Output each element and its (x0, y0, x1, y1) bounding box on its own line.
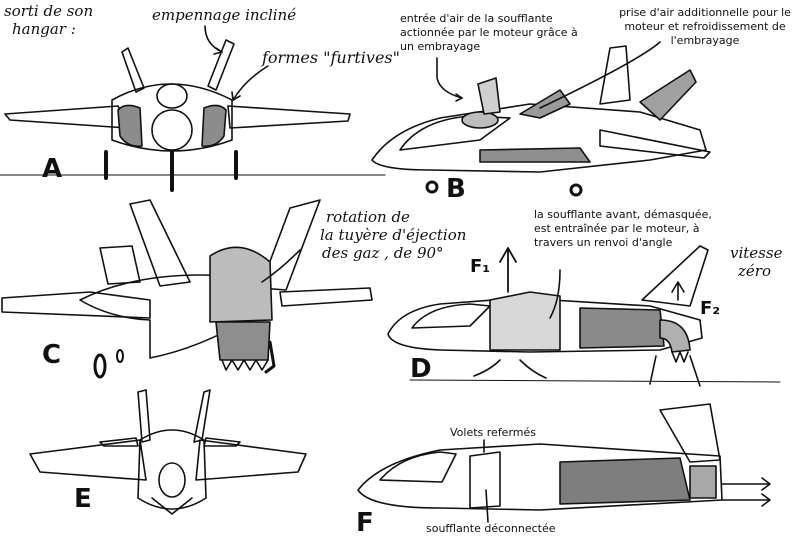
label-thrust-f1: F₁ (470, 256, 491, 277)
note-rotation-line2: la tuyère d'éjection (320, 226, 467, 244)
note-sorti-line2: hangar : (12, 20, 76, 38)
panel-letter-f: F (356, 508, 374, 538)
note-rotation-line3: des gaz , de 90° (322, 244, 444, 262)
note-volets-refermes: Volets refermés (450, 426, 536, 439)
aircraft-a-front-view (0, 25, 386, 192)
note-soufflante-deconnectee: soufflante déconnectée (426, 522, 556, 535)
note-rotation-line1: rotation de (326, 208, 410, 226)
aircraft-e-top-view (29, 389, 307, 515)
panel-letter-c: C (42, 340, 62, 370)
aircraft-d-hover-view (387, 245, 781, 387)
aircraft-b-side-view (371, 41, 711, 197)
label-vitesse: vitesse (730, 244, 783, 262)
note-sorti-line1: sorti de son (4, 2, 94, 20)
panel-letter-a: A (42, 154, 63, 184)
label-zero: zéro (738, 262, 771, 280)
aircraft-f-cruise-view (357, 403, 771, 523)
note-fan-driven: la soufflante avant, démasquée, est entr… (534, 208, 712, 249)
note-aux-intake: prise d'air additionnelle pour le moteur… (619, 6, 791, 47)
label-thrust-f2: F₂ (700, 298, 721, 319)
panel-letter-e: E (74, 484, 92, 514)
label-formes-furtives: formes "furtives" (262, 48, 400, 67)
aircraft-c-rear-view (1, 199, 373, 379)
panel-letter-d: D (410, 354, 432, 384)
note-fan-intake: entrée d'air de la soufflante actionnée … (400, 12, 578, 53)
label-empennage-incline: empennage incliné (152, 6, 297, 24)
panel-letter-b: B (446, 174, 466, 204)
